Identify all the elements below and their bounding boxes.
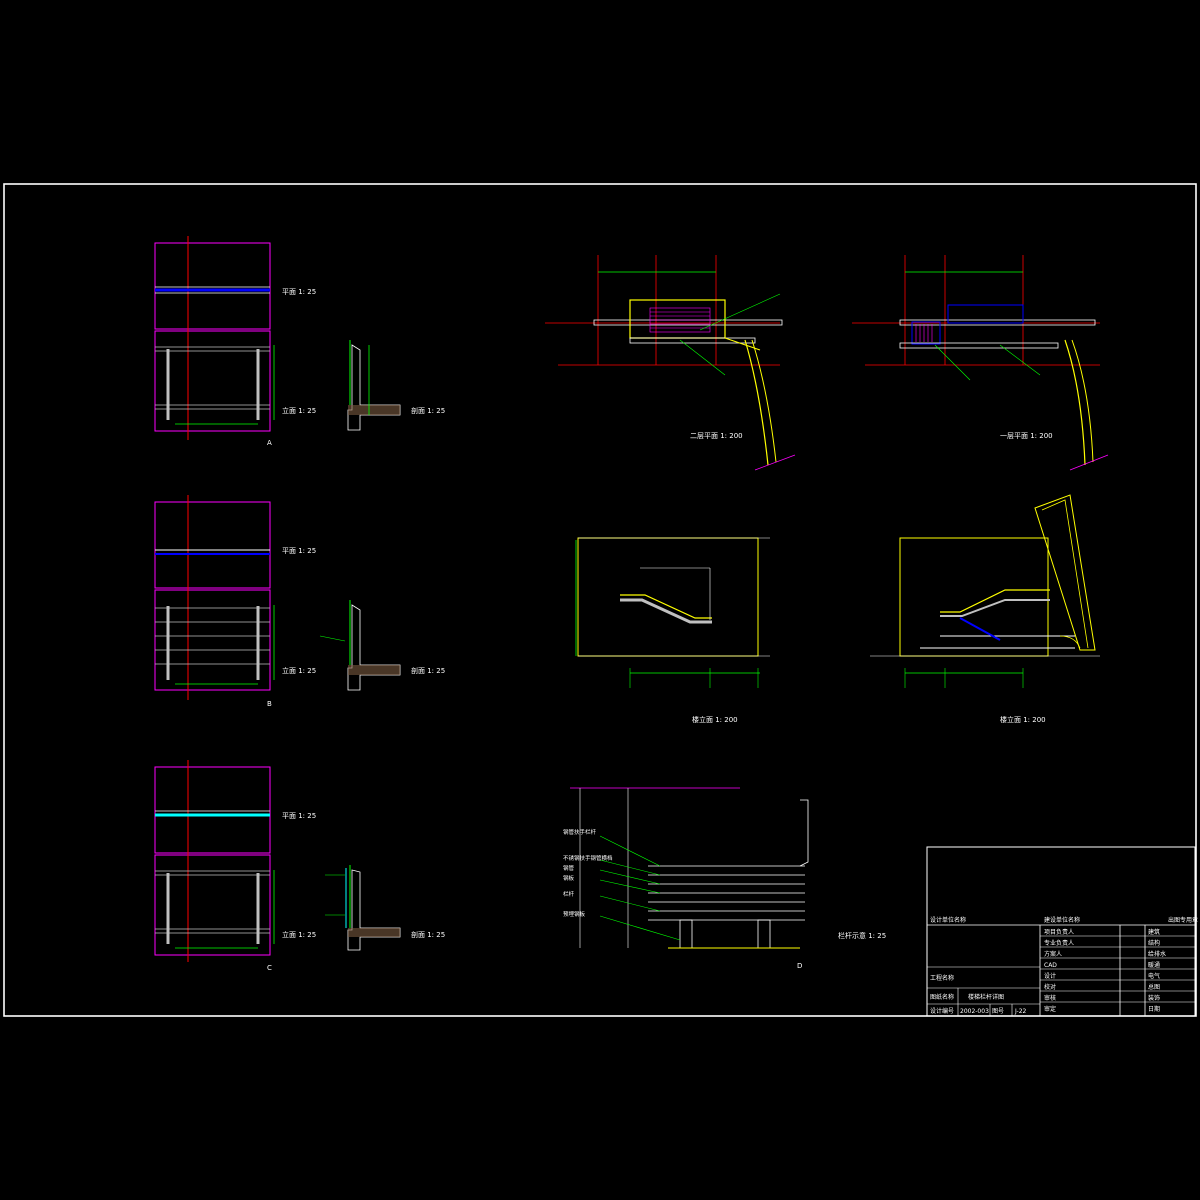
- detail-b-sect-label: 剖面 1: 25: [411, 666, 445, 675]
- detail-a-elev-box: [154, 330, 271, 432]
- title-block-discipline-1: 建筑: [1148, 928, 1160, 936]
- title-block-company-mid: 建设单位名称: [1044, 916, 1080, 924]
- drawing-frame: [3, 183, 1197, 1017]
- title-block-discipline-7: 装饰: [1148, 994, 1160, 1002]
- title-block-discipline-5: 电气: [1148, 972, 1160, 980]
- title-block-discipline-4: 暖通: [1148, 961, 1160, 969]
- title-block-number-value: 2002-003: [960, 1008, 989, 1015]
- title-block-company-left: 设计单位名称: [930, 916, 966, 924]
- detail-c-tag: C: [267, 964, 272, 972]
- detail-c-plan-box: [154, 766, 271, 854]
- railing-note-3: 钢管: [563, 864, 575, 872]
- detail-c-plan-label: 平面 1: 25: [282, 812, 316, 820]
- detail-a: 平面 1: 25 立面 1: 25 A 剖面 1: 25: [154, 236, 445, 447]
- title-block-number-label: 设计编号: [930, 1007, 954, 1015]
- detail-d: 钢管扶手栏杆 不锈钢扶手钢管横档 钢管 钢板 栏杆 预埋钢板 栏杆示意 1: 2…: [563, 787, 886, 970]
- title-block-discipline-6: 总图: [1148, 983, 1160, 991]
- detail-c-elev-box: [154, 854, 271, 956]
- title-block-project-label: 工程名称: [930, 974, 954, 982]
- detail-d-tag: D: [797, 962, 802, 970]
- detail-a-plan-label: 平面 1: 25: [282, 288, 316, 296]
- second-floor-plan-label: 二层平面 1: 200: [690, 432, 743, 440]
- title-block-role-2: 专业负责人: [1044, 939, 1074, 947]
- title-block-stamp: 出图专用章: [1168, 916, 1198, 924]
- railing-note-2: 不锈钢扶手钢管横档: [563, 854, 613, 862]
- detail-b-plan-label: 平面 1: 25: [282, 547, 316, 555]
- detail-b-tag: B: [267, 700, 272, 708]
- title-block-role-7: 审核: [1044, 994, 1056, 1002]
- title-block: 设计单位名称 建设单位名称 出图专用章 工程名称 图纸名称 楼梯栏杆详图 设计编…: [926, 846, 1198, 1017]
- title-block-discipline-3: 给排水: [1148, 950, 1166, 958]
- title-block-discipline-8: 日期: [1148, 1005, 1160, 1013]
- railing-note-1: 钢管扶手栏杆: [563, 828, 597, 836]
- detail-d-label: 栏杆示意 1: 25: [838, 931, 886, 940]
- detail-a-sect-label: 剖面 1: 25: [411, 406, 445, 415]
- detail-b-elev-label: 立面 1: 25: [282, 666, 316, 675]
- railing-note-4: 钢板: [563, 874, 575, 882]
- second-floor-plan: 二层平面 1: 200: [545, 255, 796, 471]
- title-block-drawing-name: 楼梯栏杆详图: [968, 993, 1004, 1001]
- detail-c-elev-label: 立面 1: 25: [282, 930, 316, 939]
- first-floor-plan-label: 一层平面 1: 200: [1000, 432, 1053, 440]
- detail-a-tag: A: [267, 439, 272, 447]
- detail-b-elev-box: [154, 589, 271, 691]
- title-block-role-6: 校对: [1044, 983, 1056, 991]
- title-block-role-5: 设计: [1044, 972, 1056, 980]
- left-elevation: 楼立面 1: 200: [575, 537, 770, 724]
- detail-b: 平面 1: 25 立面 1: 25 B 剖面 1: 25: [154, 495, 445, 708]
- left-elevation-label: 楼立面 1: 200: [692, 715, 738, 724]
- title-block-sheet-label: 图号: [992, 1008, 1004, 1015]
- railing-note-5: 栏杆: [563, 890, 575, 898]
- title-block-role-4: CAD: [1044, 962, 1057, 969]
- title-block-role-1: 项目负责人: [1044, 928, 1074, 936]
- title-block-discipline-2: 结构: [1148, 939, 1160, 947]
- right-elevation-label: 楼立面 1: 200: [1000, 715, 1046, 724]
- detail-b-plan-box: [154, 501, 271, 589]
- detail-c: 平面 1: 25 立面 1: 25 C 剖面 1: 25: [154, 760, 445, 972]
- title-block-role-8: 审定: [1044, 1005, 1056, 1013]
- title-block-sheet-value: J-22: [1014, 1008, 1027, 1015]
- railing-note-6: 预埋钢板: [563, 910, 586, 918]
- detail-a-elev-label: 立面 1: 25: [282, 406, 316, 415]
- title-block-drawing-label: 图纸名称: [930, 993, 954, 1001]
- detail-c-sect-label: 剖面 1: 25: [411, 930, 445, 939]
- first-floor-plan: 一层平面 1: 200: [852, 255, 1109, 471]
- title-block-role-3: 方案人: [1044, 950, 1062, 958]
- detail-a-plan-box: [154, 242, 271, 330]
- right-elevation: 楼立面 1: 200: [870, 494, 1100, 724]
